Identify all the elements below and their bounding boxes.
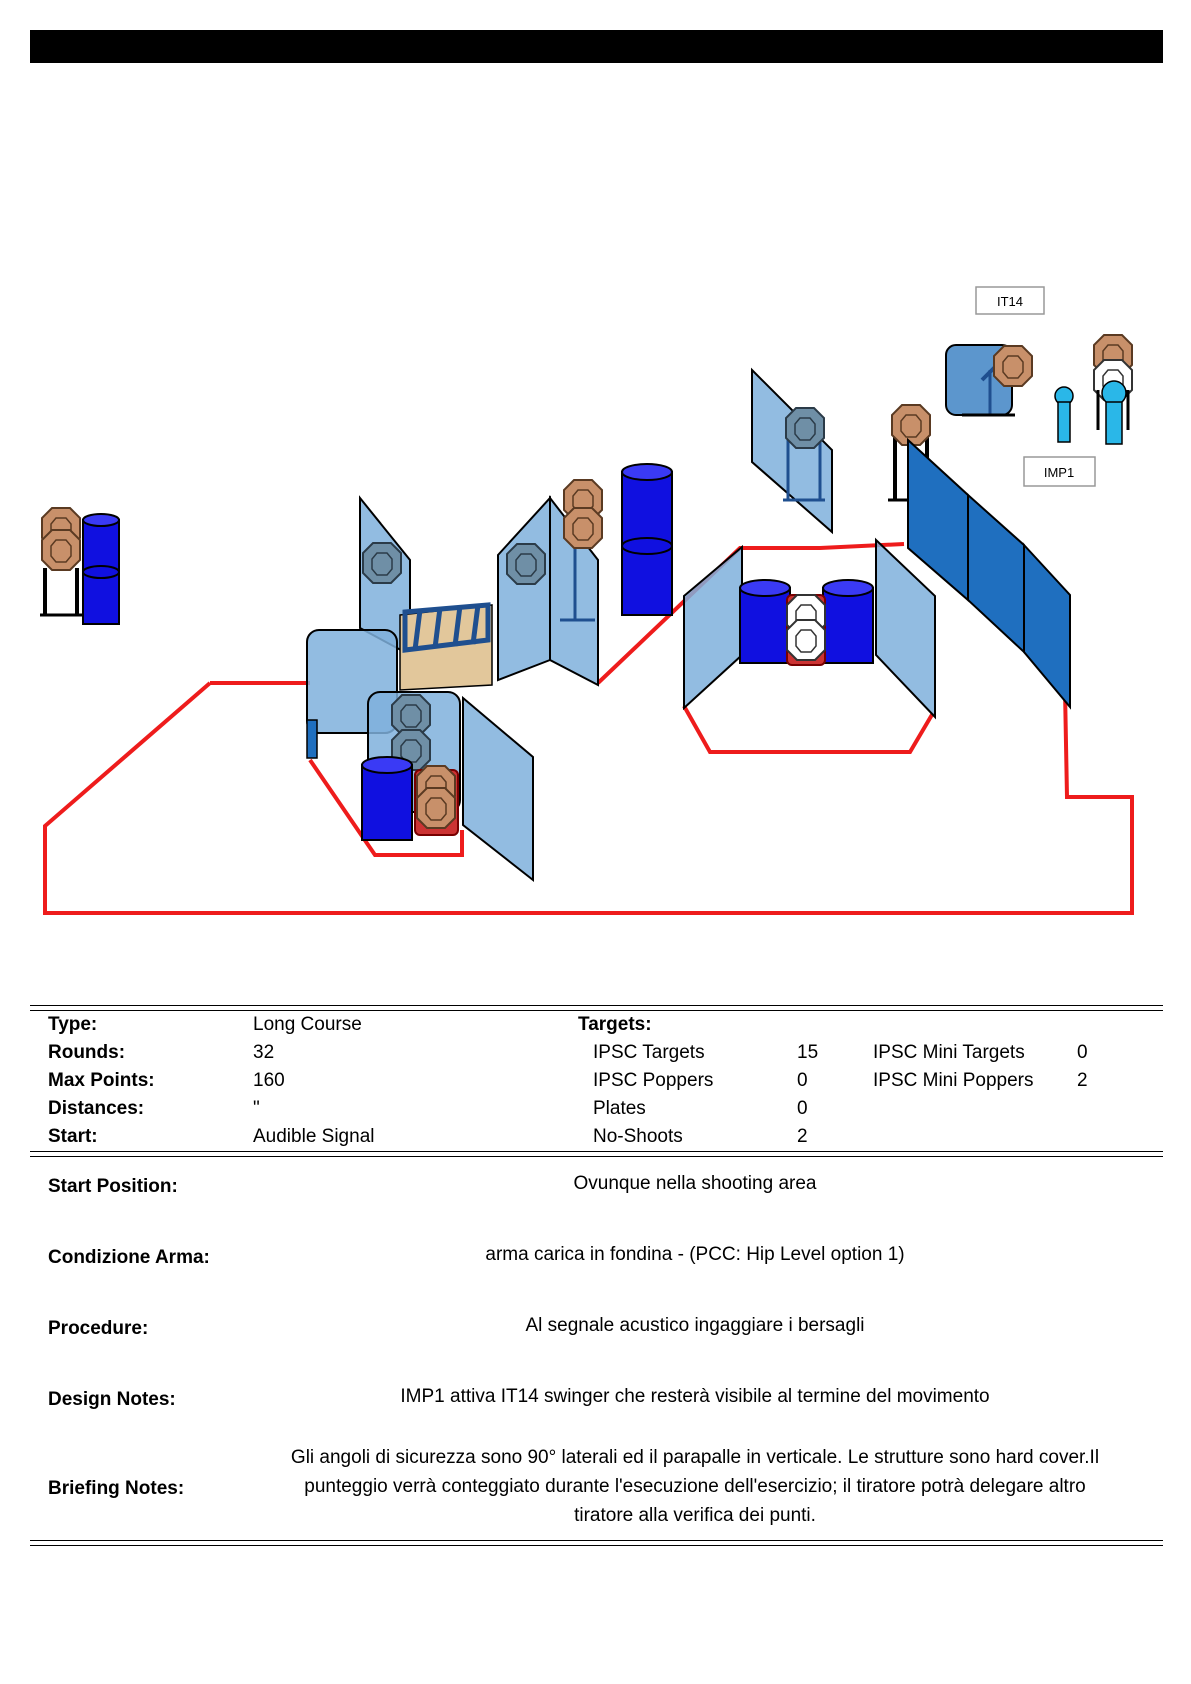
start-label: Start: <box>48 1126 98 1147</box>
design-notes-value: IMP1 attiva IT14 swinger che resterà vis… <box>400 1386 990 1407</box>
far-right-targets <box>1054 334 1133 445</box>
procedure-value: Al segnale acustico ingaggiare i bersagl… <box>525 1315 865 1336</box>
mini-poppers-value: 2 <box>1077 1070 1088 1091</box>
wall-back-center <box>751 367 833 535</box>
procedure-label: Procedure: <box>48 1318 149 1339</box>
rule-mid-2 <box>30 1156 1163 1157</box>
wall-right-dark <box>907 437 1071 710</box>
barrels-center <box>621 463 673 616</box>
condition-label: Condizione Arma: <box>48 1247 210 1268</box>
start-value: Audible Signal <box>253 1126 375 1147</box>
plates-label: Plates <box>593 1098 646 1119</box>
fault-line-box <box>682 705 935 754</box>
condition-value: arma carica in fondina - (PCC: Hip Level… <box>485 1244 905 1265</box>
ipsc-poppers-value: 0 <box>797 1070 808 1091</box>
briefing-line-2: punteggio verrà conteggiato durante l'es… <box>304 1476 1086 1497</box>
rule-top-2 <box>30 1010 1163 1011</box>
max-points-label: Max Points: <box>48 1070 155 1091</box>
briefing-notes-label: Briefing Notes: <box>48 1478 185 1499</box>
box-structure <box>683 537 936 720</box>
lower-left-structure <box>306 629 534 883</box>
it14-label: IT14 <box>997 294 1023 309</box>
left-targets <box>40 507 120 625</box>
rule-bottom-2 <box>30 1545 1163 1546</box>
start-position-label: Start Position: <box>48 1176 178 1197</box>
ipsc-targets-label: IPSC Targets <box>593 1042 705 1063</box>
plates-value: 0 <box>797 1098 808 1119</box>
imp1-label-box <box>1023 456 1096 487</box>
rule-mid-1 <box>30 1151 1163 1152</box>
ipsc-poppers-label: IPSC Poppers <box>593 1070 714 1091</box>
type-label: Type: <box>48 1014 98 1035</box>
briefing-line-1: Gli angoli di sicurezza sono 90° lateral… <box>290 1447 1100 1468</box>
swinger-it14 <box>945 344 1033 417</box>
targets-label: Targets: <box>578 1014 652 1035</box>
rule-top-1 <box>30 1005 1163 1006</box>
type-value: Long Course <box>253 1014 362 1035</box>
mini-targets-label: IPSC Mini Targets <box>873 1042 1025 1063</box>
no-shoots-label: No-Shoots <box>593 1126 683 1147</box>
start-position-value: Ovunque nella shooting area <box>573 1173 817 1194</box>
ipsc-targets-value: 15 <box>797 1042 819 1063</box>
briefing-line-3: tiratore alla verifica dei punti. <box>574 1505 816 1526</box>
imp1-label: IMP1 <box>1044 465 1074 480</box>
max-points-value: 160 <box>253 1070 285 1091</box>
wall-left-structure <box>359 479 603 687</box>
stage-diagram: IT14 IMP1 <box>40 286 1134 915</box>
mini-targets-value: 0 <box>1077 1042 1088 1063</box>
it14-label-box <box>975 286 1045 315</box>
mini-poppers-label: IPSC Mini Poppers <box>873 1070 1034 1091</box>
rule-bottom-1 <box>30 1540 1163 1541</box>
header-bar <box>30 30 1163 63</box>
design-notes-label: Design Notes: <box>48 1389 176 1410</box>
distances-label: Distances: <box>48 1098 145 1119</box>
rounds-label: Rounds: <box>48 1042 126 1063</box>
port-structure <box>399 602 493 691</box>
rounds-value: 32 <box>253 1042 275 1063</box>
distances-value: " <box>253 1098 260 1119</box>
no-shoots-value: 2 <box>797 1126 808 1147</box>
